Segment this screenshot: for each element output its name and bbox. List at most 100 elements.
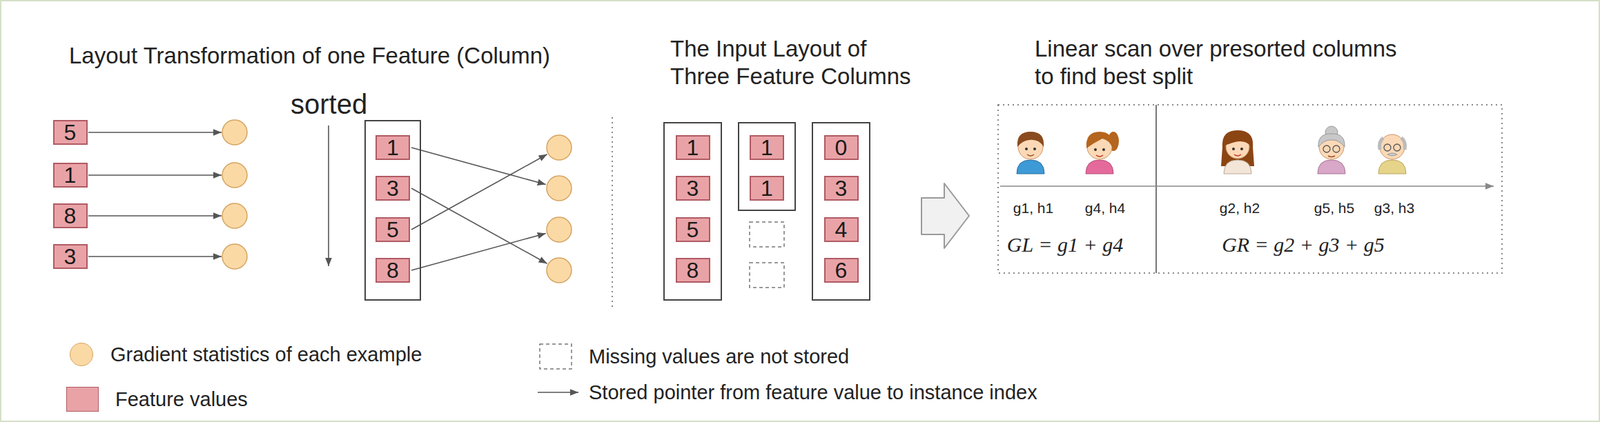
feature-value-box: 3 [824, 176, 859, 201]
feature-value: 0 [835, 136, 848, 159]
shirt [1378, 160, 1407, 174]
gradient-circle [546, 258, 572, 284]
split-line [1155, 104, 1157, 274]
feature-value: 1 [686, 136, 700, 159]
glasses [1393, 144, 1401, 152]
feature-value-box: 5 [375, 217, 411, 243]
feature-value: 4 [835, 218, 848, 241]
feature-value: 3 [64, 245, 77, 268]
feature-value: 1 [760, 177, 774, 200]
feature-value: 5 [686, 218, 700, 241]
legend-pointer-sample [537, 392, 579, 394]
eye [1232, 147, 1235, 151]
feature-value-box: 5 [53, 120, 88, 145]
gradient-pair: g2, h2 [1219, 199, 1260, 217]
feature-value-box: 6 [824, 258, 859, 284]
mouth [1234, 154, 1242, 156]
feature-column: 1 3 5 8 [364, 120, 422, 301]
feature-value-box: 3 [53, 244, 88, 270]
gradient-pair: g1, h1 [1013, 199, 1054, 217]
panel-divider [611, 117, 613, 308]
legend-text: Stored pointer from feature value to ins… [588, 381, 1038, 406]
sort-label: sorted [290, 89, 368, 120]
gradient-circle [546, 217, 572, 243]
shirt [1223, 160, 1252, 174]
glasses [1323, 145, 1331, 153]
pointer-arrows-left [88, 132, 222, 257]
pointer-arrow [88, 215, 222, 217]
feature-value-box: 1 [53, 162, 88, 188]
gradient-circles-left [222, 120, 248, 270]
feature-column: 0 3 4 6 [811, 122, 871, 301]
feature-value-box: 1 [749, 135, 785, 161]
eye [1094, 148, 1097, 152]
pointer-arrow [88, 131, 222, 134]
gradient-pair: g3, h3 [1374, 199, 1415, 217]
panel-heading: The Input Layout of Three Feature Column… [670, 35, 923, 91]
eye [1025, 147, 1028, 151]
shirt [1085, 160, 1114, 174]
feature-value: 1 [760, 136, 774, 159]
feature-value: 8 [64, 205, 77, 228]
side-hair [1401, 138, 1405, 150]
feature-value-box: 3 [375, 176, 411, 201]
feature-value: 3 [686, 177, 700, 200]
legend-missing-sample [539, 344, 572, 370]
mustache [1387, 153, 1398, 156]
feature-value-box: 3 [675, 176, 711, 201]
head [1379, 134, 1405, 160]
legend-swatch [66, 387, 99, 413]
legend-text: Gradient statistics of each example [110, 343, 422, 368]
feature-value: 3 [835, 177, 848, 200]
pointer-arrow [411, 233, 546, 271]
gradient-circle [222, 162, 248, 188]
mouth [1096, 155, 1104, 157]
pointer-arrow [88, 174, 222, 177]
missing-value-box [749, 222, 785, 248]
feature-value-box: 8 [675, 258, 711, 284]
missing-value-box [749, 262, 785, 288]
panel-heading: Layout Transformation of one Feature (Co… [69, 42, 551, 70]
legend-text: Missing values are not stored [588, 345, 850, 370]
gradient-circle [222, 244, 248, 270]
feature-value-box: 1 [749, 176, 785, 201]
shirt [1317, 160, 1346, 174]
feature-column: 1 3 5 8 [663, 122, 723, 301]
gradient-sum: GL = g1 + g4 [1007, 232, 1124, 258]
eye [1240, 147, 1244, 151]
hair [1086, 131, 1113, 149]
woman-icon [1221, 130, 1255, 174]
feature-value: 1 [64, 164, 77, 187]
gradient-pair: g5, h5 [1314, 199, 1355, 217]
hair [1017, 131, 1044, 148]
legend-swatch [69, 343, 94, 367]
feature-value-box: 0 [824, 135, 859, 161]
feature-value-box: 4 [824, 217, 859, 243]
scan-region [998, 104, 1502, 274]
feature-value: 5 [386, 218, 399, 241]
feature-value-box: 5 [675, 217, 711, 243]
pointer-arrow [411, 154, 548, 230]
gradient-circle [546, 135, 572, 161]
feature-value-box: 8 [375, 258, 411, 284]
feature-value: 3 [386, 177, 399, 200]
gradient-circle [222, 203, 248, 229]
feature-value: 1 [386, 136, 399, 159]
eye [1102, 148, 1106, 152]
gradient-circles-right [546, 135, 572, 284]
glasses [1383, 144, 1391, 152]
gradient-circle [222, 120, 248, 145]
hair [1318, 133, 1345, 148]
legend-text: Feature values [115, 387, 248, 413]
panel-heading: Linear scan over presorted columns to fi… [1034, 35, 1408, 91]
feature-value: 8 [686, 259, 700, 282]
feature-value-box: 1 [675, 135, 711, 161]
feature-column: 11 [737, 122, 796, 212]
grandmother-icon [1317, 126, 1346, 174]
feature-value-box: 8 [53, 203, 88, 229]
grandfather-icon [1378, 134, 1407, 174]
pointer-arrow [88, 256, 222, 258]
sort-direction-arrow [327, 125, 330, 267]
